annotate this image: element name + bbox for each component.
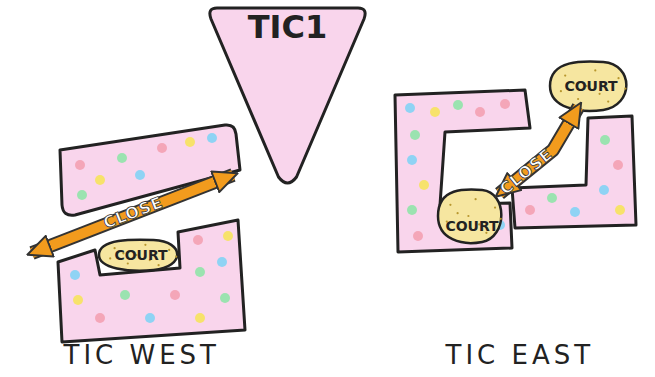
- stipple-dot: [467, 215, 469, 217]
- stipple-dot: [594, 69, 596, 71]
- stipple-dot: [158, 264, 160, 266]
- node-text: COURT: [114, 247, 167, 263]
- court-shape: [550, 61, 626, 110]
- node-text: TIC1: [248, 8, 327, 46]
- node-text: COURT: [564, 78, 617, 94]
- stipple-dot: [500, 218, 502, 220]
- stipple-dot: [607, 101, 609, 103]
- stipple-dot: [175, 256, 177, 258]
- node-outline: [436, 188, 508, 244]
- stipple-dot: [109, 257, 111, 259]
- court-shape: [438, 189, 501, 243]
- court-blob: COURT: [436, 188, 508, 244]
- stipple-dot: [577, 98, 579, 100]
- stipple-dot: [564, 75, 566, 77]
- arrow-label: CLOSE: [496, 145, 556, 199]
- court-shape: [99, 240, 177, 271]
- stipple-dot: [449, 204, 451, 206]
- stipple-dot: [475, 198, 477, 200]
- stipple-dot: [168, 249, 170, 251]
- court-blob: COURT: [548, 60, 634, 112]
- stipple-dot: [560, 90, 562, 92]
- stipple-dot: [624, 88, 626, 90]
- group-label: TIC WEST: [64, 340, 221, 370]
- stipple-dot: [494, 207, 496, 209]
- court-blob: COURT: [97, 238, 185, 272]
- stipple-dot: [617, 77, 619, 79]
- triangle-shape: [210, 8, 365, 183]
- group-label: TIC EAST: [446, 340, 595, 370]
- arrow-label: CLOSE: [101, 192, 166, 232]
- stipple-dot: [457, 212, 459, 214]
- stipple-dot: [144, 244, 146, 246]
- node-text: COURT: [445, 218, 498, 234]
- building-triangle: TIC1: [205, 3, 370, 191]
